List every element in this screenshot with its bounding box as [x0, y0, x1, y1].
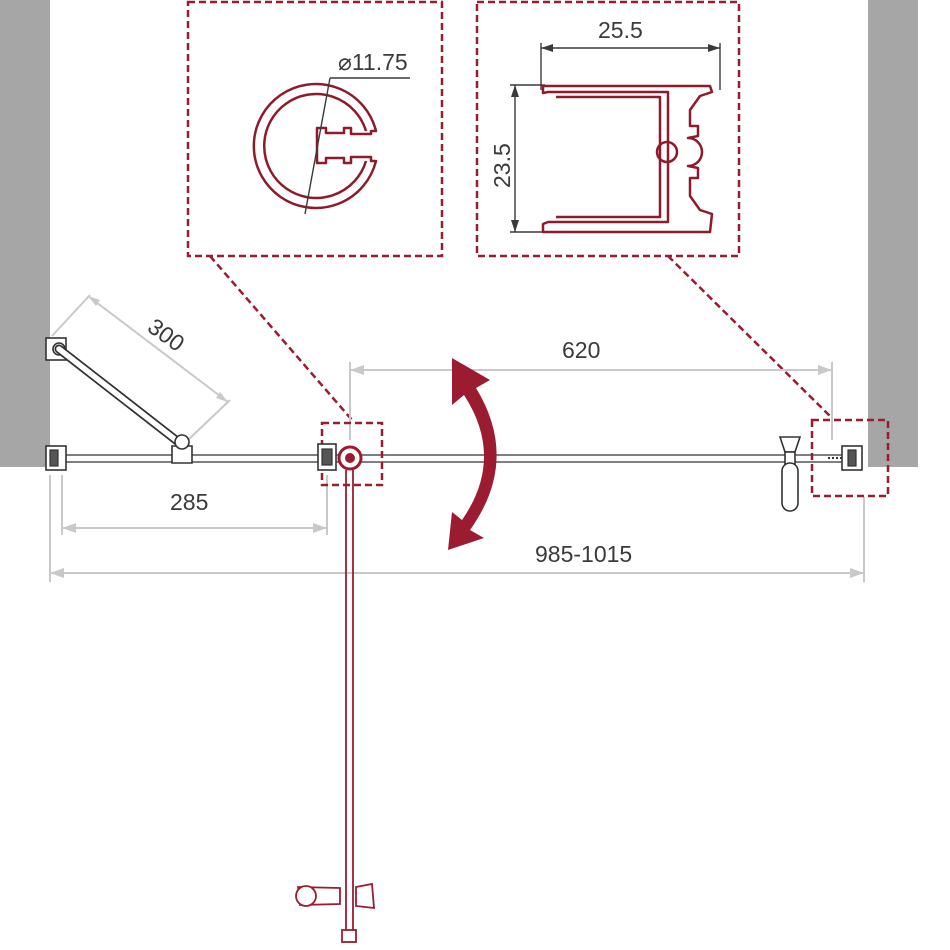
- hinge-bracket-inner: [321, 448, 333, 466]
- height-arrow-bottom: [511, 220, 519, 232]
- dim-fixed-panel: 285: [61, 475, 328, 535]
- door-label: 620: [562, 337, 600, 363]
- brace-arrow-top: [88, 296, 100, 306]
- detail-box-left: [186, 0, 444, 258]
- detail-round-profile: ⌀11.75: [186, 0, 444, 258]
- detail-box-right: [475, 0, 741, 258]
- brace-arrow-bottom: [216, 392, 228, 402]
- fixed-panel-label: 285: [170, 489, 208, 515]
- channel-detail-box: [810, 418, 890, 498]
- leader-right: [667, 255, 833, 419]
- handle-closed-knob: [778, 436, 802, 453]
- swing-direction-icon: [448, 358, 497, 550]
- total-label: 985-1015: [535, 541, 632, 567]
- round-profile-inner: [262, 92, 368, 200]
- u-profile-shape: [541, 84, 714, 234]
- door-hinge: [317, 421, 384, 487]
- left-wall-bracket: [45, 445, 67, 471]
- right-wall-profile-inner: [847, 449, 857, 467]
- door-handle-closed: [778, 436, 802, 512]
- handle-closed-grip: [781, 462, 799, 512]
- height-arrow-top: [511, 85, 519, 97]
- brace-ext-bottom: [187, 399, 231, 441]
- diameter-line: [304, 77, 331, 215]
- dim-total: 985-1015: [49, 475, 865, 582]
- brace-dim-line: [87, 295, 229, 403]
- u-profile-inner: [556, 95, 662, 219]
- round-profile-shape: [252, 82, 378, 210]
- fixed-arrow-left: [62, 523, 76, 533]
- dim-door: 620: [349, 337, 833, 440]
- diameter-label: ⌀11.75: [338, 49, 408, 75]
- right-wall-channel: [810, 418, 890, 498]
- width-arrow-right: [708, 44, 720, 52]
- width-label: 25.5: [598, 17, 643, 43]
- open-handle-knob: [355, 882, 375, 910]
- width-arrow-left: [541, 44, 553, 52]
- fixed-arrow-right: [313, 523, 327, 533]
- stabilizer-brace: [45, 337, 193, 464]
- brace-ext-top: [51, 294, 91, 337]
- right-wall: [868, 0, 918, 467]
- leader-left: [209, 255, 353, 421]
- brace-glass-pivot: [174, 434, 190, 450]
- total-arrow-right: [850, 568, 864, 578]
- open-door-seal: [341, 929, 357, 943]
- u-profile-channel: [655, 140, 679, 164]
- door-arrow-right: [818, 365, 832, 375]
- brace-label: 300: [143, 313, 189, 357]
- open-handle-end: [295, 885, 317, 907]
- left-wall-clamp-inner: [49, 449, 59, 467]
- detail-u-profile: 25.5 23.5: [475, 0, 741, 258]
- hinge-pivot-core: [345, 453, 355, 463]
- height-label: 23.5: [489, 143, 515, 188]
- total-arrow-left: [50, 568, 64, 578]
- door-arrow-left: [350, 365, 364, 375]
- brace-rod: [56, 346, 184, 447]
- left-wall: [0, 0, 50, 467]
- door-open-position: [295, 470, 375, 943]
